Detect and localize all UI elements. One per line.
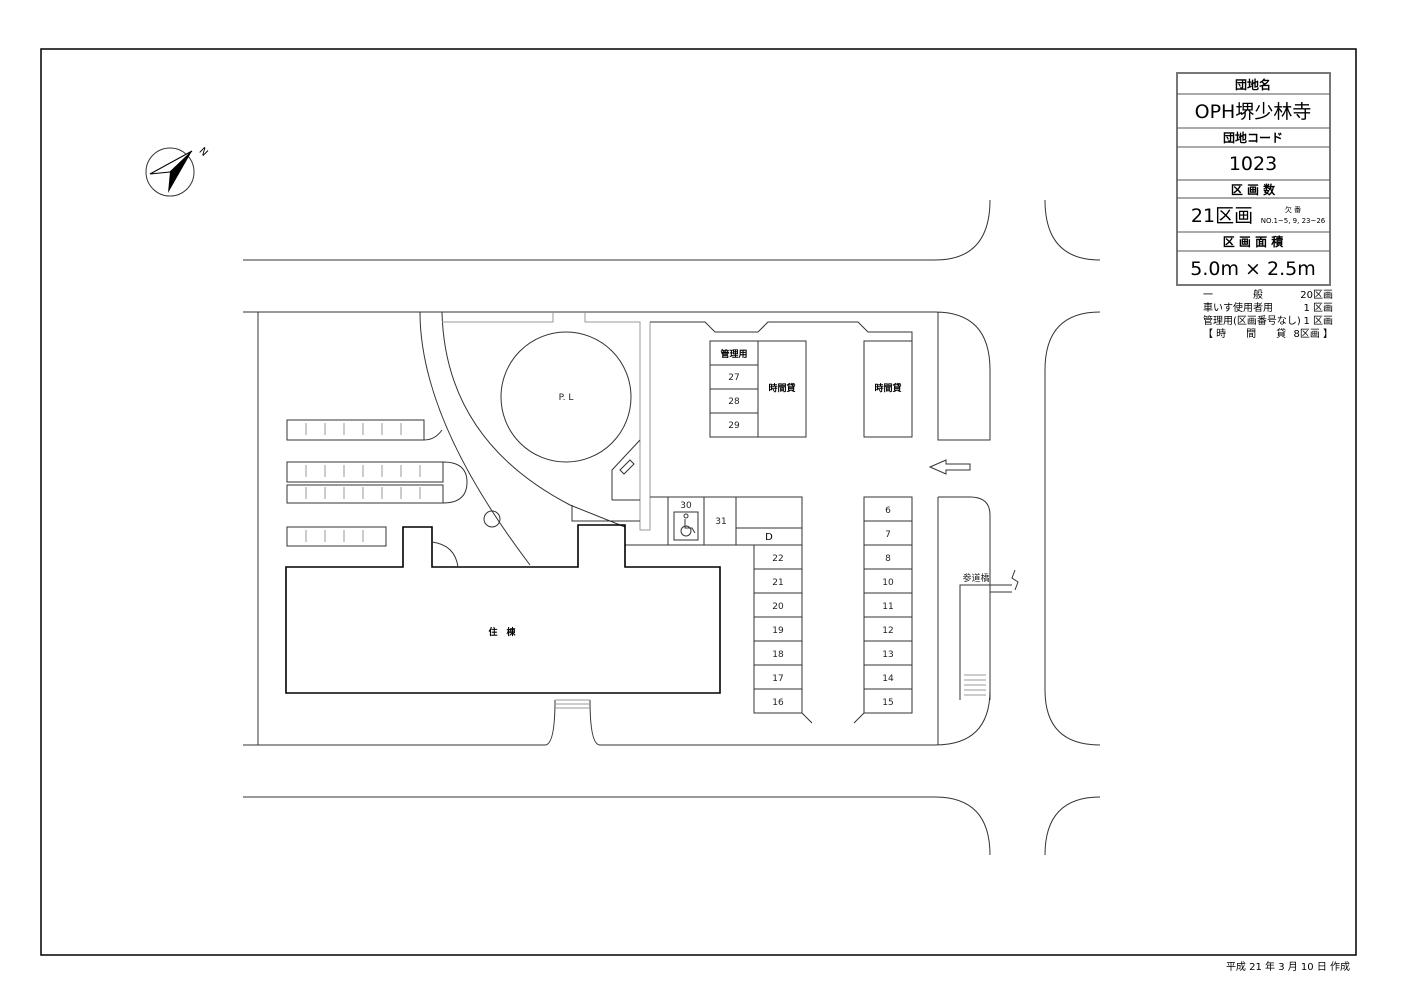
count-label: 区 画 数	[1231, 182, 1276, 197]
bridge	[959, 569, 1019, 700]
bridge-label: 参道橋	[962, 572, 989, 584]
compass-icon: N	[145, 146, 210, 197]
legend-label: 車いす使用者用	[1203, 301, 1273, 314]
space-number: 6	[885, 506, 891, 516]
code-label: 団地コード	[1223, 130, 1283, 145]
creation-date: 平成 21 年 3 月 10 日 作成	[1226, 960, 1350, 973]
roads	[243, 199, 1101, 856]
space-number: 11	[882, 602, 893, 612]
legend-value: 1 区画	[1303, 302, 1333, 314]
space-number: 8	[885, 554, 891, 564]
parking-space: 10	[863, 568, 913, 594]
space-number: 14	[882, 674, 894, 684]
space-number: 18	[772, 650, 784, 660]
missing-label: 欠 番	[1285, 205, 1301, 214]
parking-space: 19	[753, 616, 803, 642]
area-label: 区 画 面 積	[1223, 234, 1285, 249]
legend-value: 1 区画	[1303, 315, 1333, 327]
space-number: 22	[772, 554, 783, 564]
name-label: 団地名	[1235, 77, 1271, 92]
legend-value: 20区画	[1300, 289, 1333, 301]
direction-arrow-icon	[928, 459, 971, 475]
space-number: 12	[882, 626, 893, 636]
parking-space: 6	[863, 496, 913, 522]
missing-numbers: NO.1~5, 9, 23~26	[1261, 217, 1326, 225]
parking-space: 17	[753, 664, 803, 690]
parking-space: 13	[863, 640, 913, 666]
top-parking: 管理用 27 28 29 時間貸 時間貸	[709, 340, 913, 438]
parking-column-b: 6 7 8 10 11 12 13 14 15	[863, 496, 913, 714]
legend-value: 8区画 】	[1293, 328, 1333, 340]
parking-column-a: 22 21 20 19 18 17 16	[753, 544, 803, 714]
legend-label: 管理用(区画番号なし)	[1203, 314, 1301, 327]
parking-space: 21	[753, 568, 803, 594]
space-number: 19	[772, 626, 784, 636]
space-30: 30	[680, 501, 692, 511]
parking-space: 8	[863, 544, 913, 570]
door-arc	[431, 541, 459, 568]
space-number: 20	[772, 602, 784, 612]
space-number: 17	[772, 674, 783, 684]
space-kanri: 管理用	[720, 348, 747, 360]
legend-label: 一 般	[1203, 288, 1263, 301]
space-29: 29	[728, 421, 740, 431]
playlot-circle	[500, 331, 632, 463]
frame	[40, 48, 1357, 956]
space-28: 28	[728, 397, 740, 407]
space-count: 21区画	[1191, 205, 1253, 227]
space-number: 7	[885, 530, 891, 540]
estate-code: 1023	[1229, 153, 1277, 175]
parking-space: 22	[753, 544, 803, 570]
info-box: 団地名 OPH堺少林寺 団地コード 1023 区 画 数 21区画 欠 番 NO…	[1176, 72, 1331, 286]
building-label: 住 棟	[488, 626, 516, 638]
left-parking-strips	[286, 419, 468, 547]
space-31: 31	[715, 517, 726, 527]
stairs	[964, 674, 986, 696]
space-27: 27	[728, 373, 739, 383]
playlot-label: P. L	[559, 393, 574, 403]
residential-building	[285, 524, 721, 694]
parking-space: 16	[753, 688, 803, 714]
space-number: 10	[882, 578, 894, 588]
parking-space: 18	[753, 640, 803, 666]
parking-space: 12	[863, 616, 913, 642]
svg-text:N: N	[196, 146, 209, 159]
parking-space: 7	[863, 520, 913, 546]
space-number: 21	[772, 578, 783, 588]
walkways	[419, 311, 913, 566]
parking-space: 15	[863, 688, 913, 714]
wheelchair-icon	[673, 511, 699, 541]
parking-space: 14	[863, 664, 913, 690]
space-number: 13	[882, 650, 893, 660]
parking-space: 11	[863, 592, 913, 618]
space-d: D	[765, 532, 773, 543]
estate-name: OPH堺少林寺	[1195, 101, 1312, 123]
space-number: 16	[772, 698, 784, 708]
hourly-area-1: 時間貸	[768, 382, 795, 394]
space-area: 5.0m × 2.5m	[1190, 258, 1315, 280]
hourly-area-2: 時間貸	[874, 382, 901, 394]
parking-space: 20	[753, 592, 803, 618]
space-number: 15	[882, 698, 893, 708]
legend-label: 【 時 間 貸	[1203, 327, 1286, 340]
